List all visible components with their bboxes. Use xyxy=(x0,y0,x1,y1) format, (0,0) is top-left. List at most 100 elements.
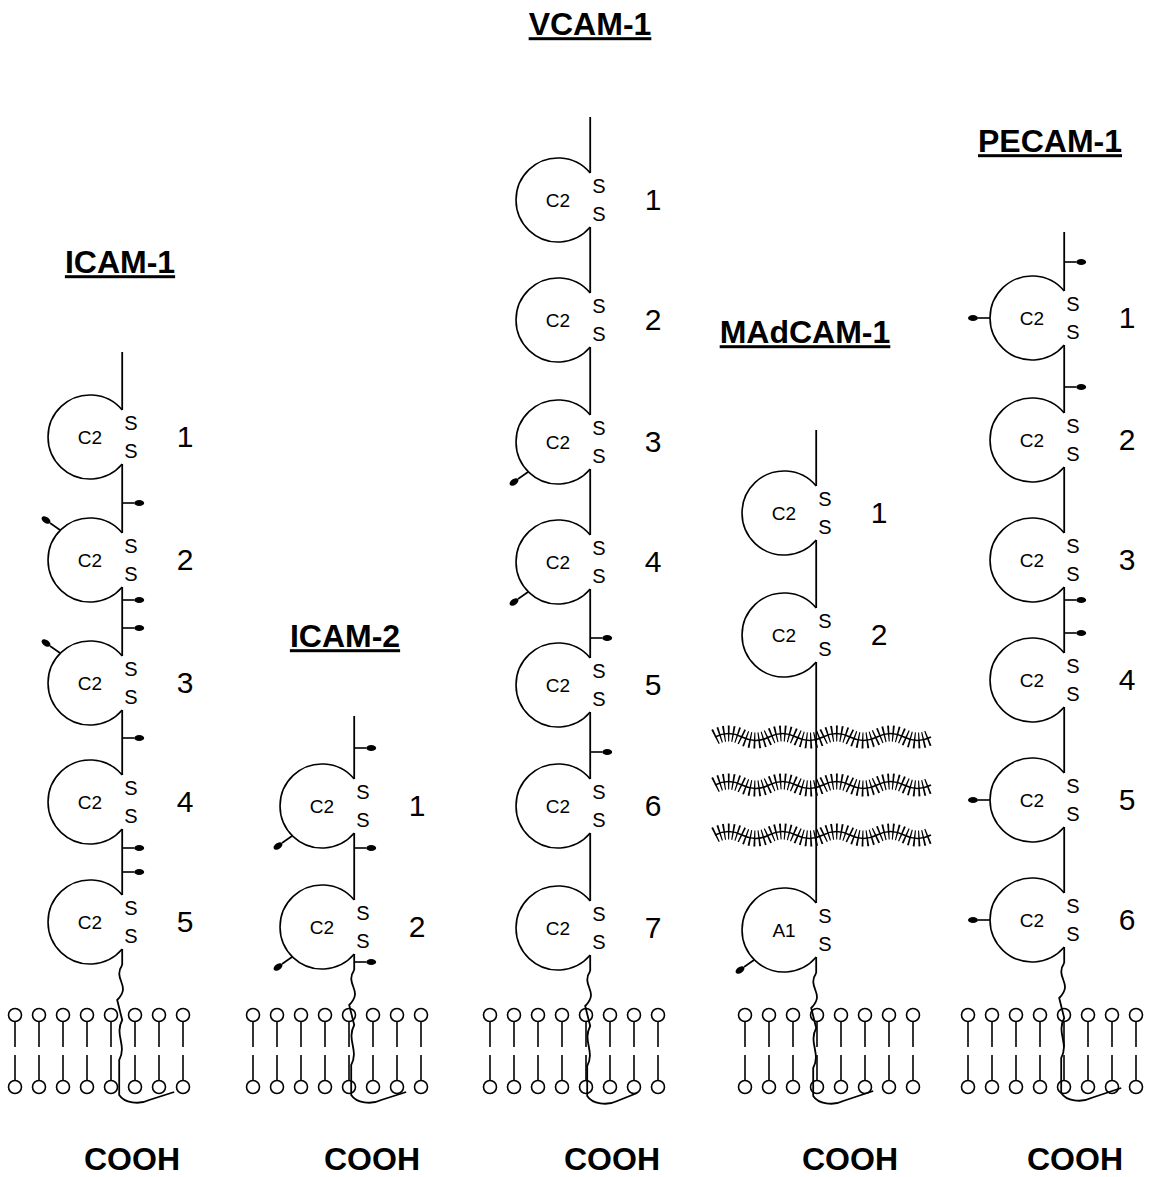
disulfide-s: S xyxy=(592,538,605,559)
disulfide-s: S xyxy=(818,934,831,955)
domain-number: 1 xyxy=(177,421,194,453)
domain-number: 1 xyxy=(409,790,426,822)
domain-number: 4 xyxy=(177,786,194,818)
protein-name: MAdCAM-1 xyxy=(720,316,891,350)
domain-number: 3 xyxy=(645,426,662,458)
domain-number: 2 xyxy=(645,304,662,336)
ig-domain: C2 xyxy=(989,757,1075,843)
domain-number: 7 xyxy=(645,912,662,944)
disulfide-s: S xyxy=(592,324,605,345)
domain-number: 3 xyxy=(177,667,194,699)
disulfide-s: S xyxy=(592,296,605,317)
disulfide-s: S xyxy=(1066,536,1079,557)
interdomain-linker xyxy=(589,243,591,277)
domain-type: C2 xyxy=(310,918,334,937)
disulfide-s: S xyxy=(356,810,369,831)
interdomain-linker xyxy=(121,603,123,640)
domain-type: C2 xyxy=(1020,791,1044,810)
domain-type: C2 xyxy=(546,433,570,452)
ig-domain: C2 xyxy=(515,519,601,605)
domain-type: C2 xyxy=(1020,309,1044,328)
interdomain-linker xyxy=(589,728,591,763)
glycosylation-site xyxy=(40,259,1086,975)
domain-type: C2 xyxy=(78,913,102,932)
disulfide-s: S xyxy=(818,906,831,927)
protein-name: ICAM-1 xyxy=(65,246,175,280)
domain-number: 4 xyxy=(645,546,662,578)
domain-type: C2 xyxy=(1020,911,1044,930)
disulfide-s: S xyxy=(1066,416,1079,437)
disulfide-s: S xyxy=(1066,444,1079,465)
protein-name: PECAM-1 xyxy=(978,125,1122,159)
domain-type: C2 xyxy=(546,311,570,330)
domain-type: C2 xyxy=(78,428,102,447)
domain-number: 6 xyxy=(645,790,662,822)
disulfide-s: S xyxy=(592,904,605,925)
domain-number: 1 xyxy=(1119,302,1136,334)
domain-type: C2 xyxy=(772,504,796,523)
interdomain-linker xyxy=(815,556,817,592)
disulfide-s: S xyxy=(124,659,137,680)
ig-domain: C2 xyxy=(47,517,133,603)
disulfide-s: S xyxy=(818,517,831,538)
interdomain-linker xyxy=(589,849,591,885)
domain-number: 4 xyxy=(1119,664,1136,696)
disulfide-s: S xyxy=(356,782,369,803)
disulfide-s: S xyxy=(818,611,831,632)
ig-domain: C2 xyxy=(515,157,601,243)
interdomain-linker xyxy=(1063,723,1065,757)
disulfide-s: S xyxy=(1066,656,1079,677)
transmembrane-tail xyxy=(117,963,1121,1104)
domain-type: C2 xyxy=(78,793,102,812)
disulfide-s: S xyxy=(1066,322,1079,343)
n-terminal-stalk xyxy=(122,117,1064,763)
disulfide-s: S xyxy=(592,810,605,831)
disulfide-s: S xyxy=(1066,804,1079,825)
disulfide-s: S xyxy=(1066,684,1079,705)
cooh-terminus: COOH xyxy=(802,1143,898,1177)
disulfide-s: S xyxy=(1066,294,1079,315)
protein-name: VCAM-1 xyxy=(529,8,652,42)
ig-domain: C2 xyxy=(279,884,365,970)
domain-type: C2 xyxy=(772,626,796,645)
disulfide-s: S xyxy=(1066,896,1079,917)
domain-number: 3 xyxy=(1119,544,1136,576)
domain-type: C2 xyxy=(546,797,570,816)
disulfide-s: S xyxy=(592,566,605,587)
domain-number: 5 xyxy=(645,669,662,701)
cooh-terminus: COOH xyxy=(564,1143,660,1177)
disulfide-s: S xyxy=(124,806,137,827)
protein-name: ICAM-2 xyxy=(290,620,400,654)
domain-number: 6 xyxy=(1119,904,1136,936)
disulfide-s: S xyxy=(592,782,605,803)
disulfide-s: S xyxy=(1066,776,1079,797)
disulfide-s: S xyxy=(124,926,137,947)
disulfide-s: S xyxy=(356,903,369,924)
cooh-terminus: COOH xyxy=(84,1143,180,1177)
ig-domain: C2 xyxy=(989,397,1075,483)
domain-number: 5 xyxy=(177,906,194,938)
disulfide-s: S xyxy=(124,778,137,799)
ig-domain: C2 xyxy=(515,885,601,971)
domain-type: C2 xyxy=(78,674,102,693)
ig-domain: C2 xyxy=(279,763,365,849)
domain-number: 5 xyxy=(1119,784,1136,816)
disulfide-s: S xyxy=(1066,924,1079,945)
domain-type: C2 xyxy=(546,553,570,572)
disulfide-s: S xyxy=(592,418,605,439)
interdomain-linker xyxy=(589,363,591,399)
disulfide-s: S xyxy=(592,689,605,710)
interdomain-linker xyxy=(1063,361,1065,397)
ig-domain: C2 xyxy=(515,399,601,485)
ig-domain: C2 xyxy=(515,763,601,849)
disulfide-s: S xyxy=(124,687,137,708)
domain-number: 2 xyxy=(871,619,888,651)
interdomain-linker xyxy=(589,605,591,642)
ig-domain: A1 xyxy=(741,887,827,973)
ig-domain: C2 xyxy=(47,879,133,965)
disulfide-s: S xyxy=(124,536,137,557)
ig-domain: C2 xyxy=(47,759,133,845)
